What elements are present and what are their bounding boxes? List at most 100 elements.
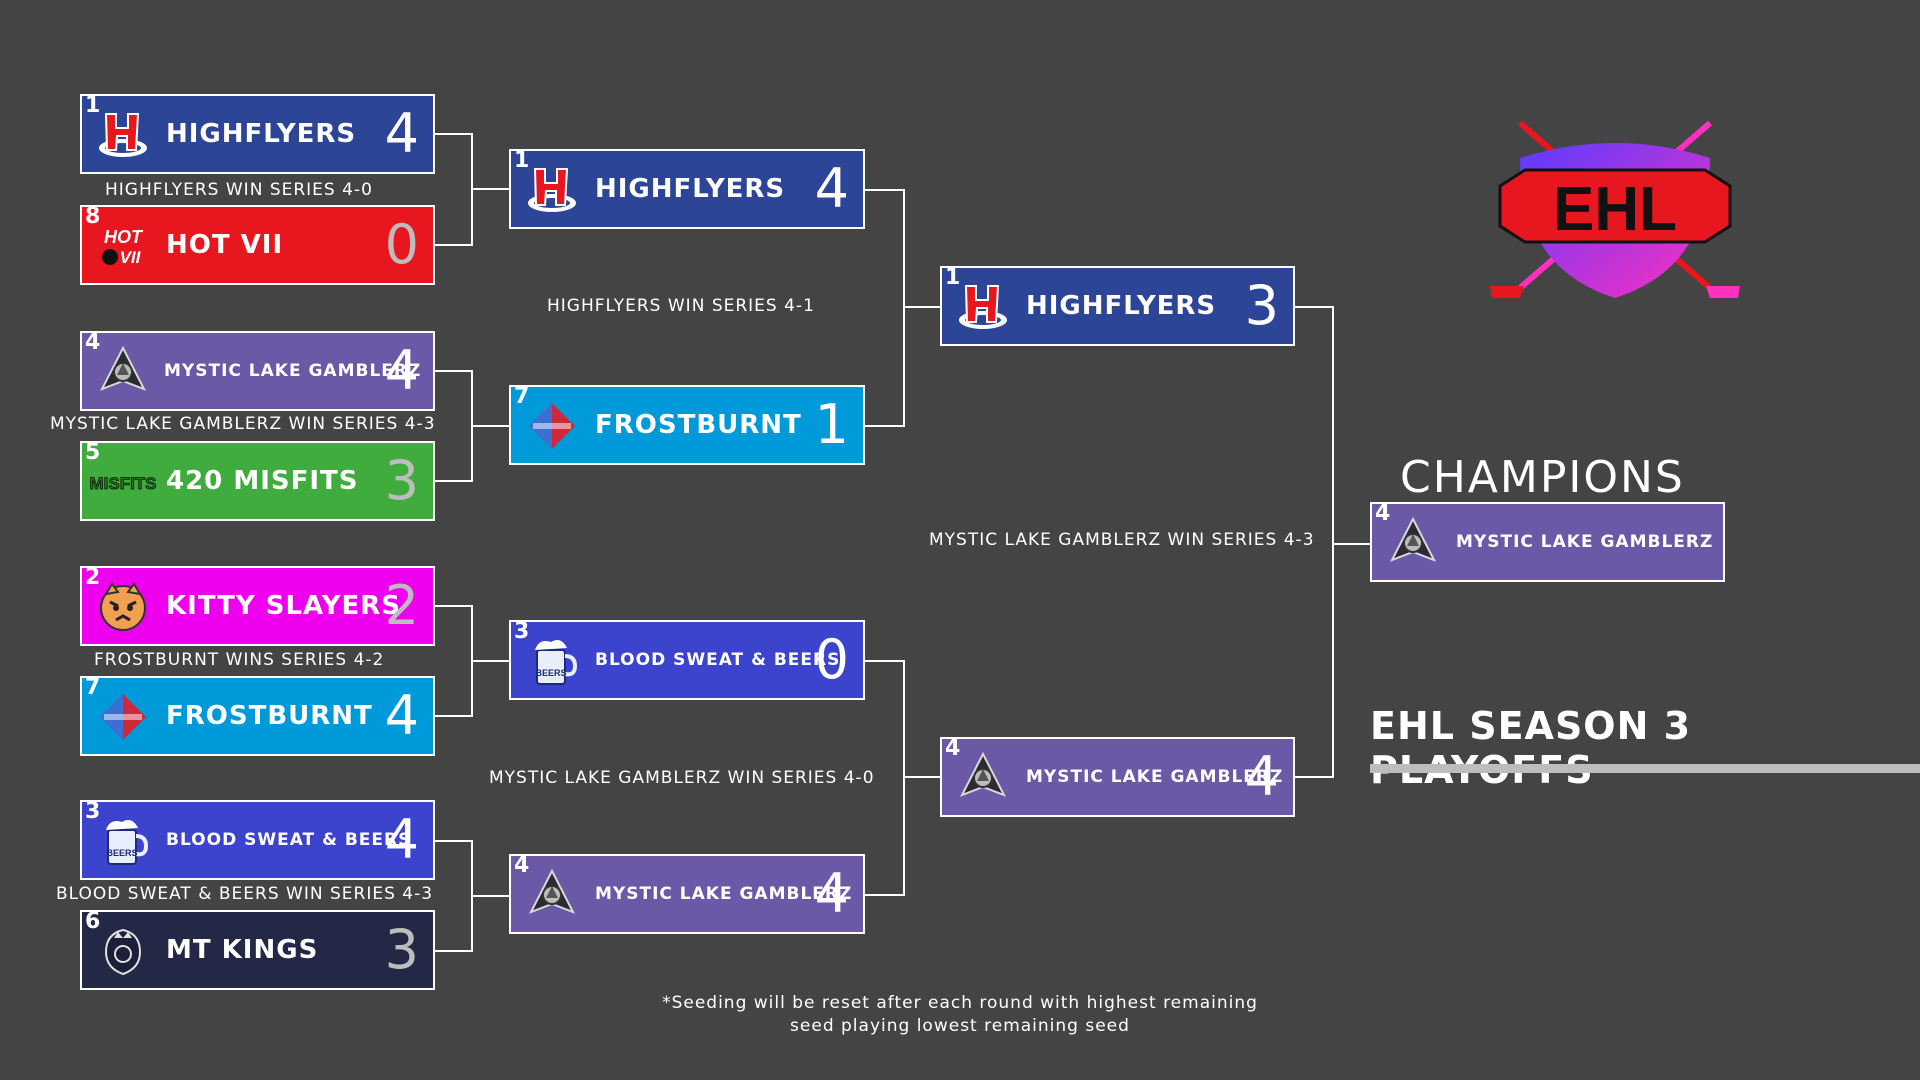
r2-team-highflyers[interactable]: 1 HIGHFLYERS 4: [509, 149, 865, 229]
r1-series-result-1: HIGHFLYERS WIN SERIES 4-0: [105, 180, 373, 200]
r3-series-result: MYSTIC LAKE GAMBLERZ WIN SERIES 4-3: [929, 530, 1315, 550]
r1-team-hot-vii[interactable]: 8 HOT VII HOT VII 0: [80, 205, 435, 285]
connector-line: [903, 189, 905, 427]
connector-line: [435, 480, 473, 482]
season-underline: [1370, 764, 1920, 773]
gamblerz-logo-icon: [1386, 516, 1440, 570]
r2-team-blood-sweat-beers[interactable]: 3 BEERS BLOOD SWEAT & BEERS 0: [509, 620, 865, 700]
champions-title: CHAMPIONS: [1400, 452, 1685, 503]
connector-line: [435, 950, 473, 952]
hot-vii-logo-icon: HOT VII: [96, 225, 150, 267]
season-title: EHL SEASON 3 PLAYOFFS: [1370, 704, 1692, 792]
team-seed: 7: [514, 384, 530, 409]
team-name: BLOOD SWEAT & BEERS: [166, 830, 412, 850]
beers-logo-text: BEERS: [535, 668, 566, 678]
connector-line: [471, 895, 509, 897]
team-seed: 3: [85, 799, 101, 824]
team-name: MYSTIC LAKE GAMBLERZ: [595, 884, 853, 904]
r1-team-kitty-slayers[interactable]: 2 KITTY SLAYERS 2: [80, 566, 435, 646]
team-seed: 4: [945, 736, 961, 761]
highflyers-logo-icon: [96, 108, 150, 162]
connector-line: [865, 894, 905, 896]
team-score: 4: [384, 339, 419, 402]
r1-series-result-3: FROSTBURNT WINS SERIES 4-2: [94, 650, 385, 670]
team-name: FROSTBURNT: [595, 410, 802, 440]
mt-kings-logo-icon: [96, 924, 150, 978]
connector-line: [471, 425, 509, 427]
team-name: 420 MISFITS: [166, 466, 359, 496]
team-seed: 1: [514, 148, 530, 173]
r1-series-result-2: MYSTIC LAKE GAMBLERZ WIN SERIES 4-3: [50, 414, 436, 434]
connector-line: [435, 605, 473, 607]
team-name: HOT VII: [166, 230, 284, 260]
team-score: 3: [384, 449, 419, 512]
team-score: 2: [384, 574, 419, 637]
r1-team-misfits[interactable]: 5 MISFITS 420 MISFITS 3: [80, 441, 435, 521]
team-name: HIGHFLYERS: [595, 174, 786, 204]
connector-line: [435, 715, 473, 717]
connector-line: [1332, 306, 1334, 778]
team-seed: 6: [85, 909, 101, 934]
misfits-logo-text: MISFITS: [89, 474, 156, 493]
beers-logo-icon: BEERS: [96, 814, 150, 868]
team-score: 4: [384, 808, 419, 871]
gamblerz-logo-icon: [96, 345, 150, 399]
connector-line: [435, 244, 473, 246]
team-name: FROSTBURNT: [166, 701, 373, 731]
connector-line: [903, 660, 905, 896]
r1-team-blood-sweat-beers[interactable]: 3 BEERS BLOOD SWEAT & BEERS 4: [80, 800, 435, 880]
kitty-slayers-logo-icon: [96, 580, 150, 634]
connector-line: [1295, 776, 1334, 778]
connector-line: [1295, 306, 1334, 308]
r1-team-highflyers[interactable]: 1 HIGHFLYERS 4: [80, 94, 435, 174]
champion-team[interactable]: 4 MYSTIC LAKE GAMBLERZ: [1370, 502, 1725, 582]
connector-line: [471, 188, 509, 190]
team-seed: 4: [514, 853, 530, 878]
connector-line: [471, 660, 509, 662]
team-score: 4: [384, 102, 419, 165]
seeding-footnote: *Seeding will be reset after each round …: [620, 992, 1300, 1038]
team-score: 1: [814, 393, 849, 456]
frostburnt-logo-icon: [96, 690, 150, 744]
team-name: BLOOD SWEAT & BEERS: [595, 650, 841, 670]
highflyers-logo-icon: [525, 163, 579, 217]
team-score: 0: [814, 628, 849, 691]
team-seed: 3: [514, 619, 530, 644]
team-seed: 7: [85, 675, 101, 700]
r3-team-gamblerz[interactable]: 4 MYSTIC LAKE GAMBLERZ 4: [940, 737, 1295, 817]
team-seed: 5: [85, 440, 101, 465]
team-score: 3: [384, 918, 419, 981]
highflyers-logo-icon: [956, 280, 1010, 334]
r2-team-frostburnt[interactable]: 7 FROSTBURNT 1: [509, 385, 865, 465]
beers-logo-icon: BEERS: [525, 634, 579, 688]
vii-logo-text: VII: [120, 248, 142, 267]
footnote-line-1: *Seeding will be reset after each round …: [662, 993, 1258, 1013]
footnote-line-2: seed playing lowest remaining seed: [790, 1016, 1130, 1036]
team-seed: 1: [945, 265, 961, 290]
team-name: MYSTIC LAKE GAMBLERZ: [1456, 532, 1714, 552]
r1-team-frostburnt[interactable]: 7 FROSTBURNT 4: [80, 676, 435, 756]
team-name: KITTY SLAYERS: [166, 591, 402, 621]
connector-line: [865, 425, 905, 427]
misfits-logo-icon: MISFITS: [89, 474, 157, 494]
team-score: 4: [814, 862, 849, 925]
team-seed: 4: [85, 330, 101, 355]
team-score: 4: [814, 157, 849, 220]
team-seed: 4: [1375, 501, 1391, 526]
team-seed: 8: [85, 204, 101, 229]
team-score: 3: [1244, 274, 1279, 337]
frostburnt-logo-icon: [525, 399, 579, 453]
hot-logo-text: HOT: [104, 227, 144, 247]
r1-team-mt-kings[interactable]: 6 MT KINGS 3: [80, 910, 435, 990]
connector-line: [435, 840, 473, 842]
r3-team-highflyers[interactable]: 1 HIGHFLYERS 3: [940, 266, 1295, 346]
team-score: 4: [1244, 745, 1279, 808]
r2-series-result-1: HIGHFLYERS WIN SERIES 4-1: [547, 296, 815, 316]
ehl-league-logo: EHL: [1490, 120, 1740, 298]
r2-team-gamblerz[interactable]: 4 MYSTIC LAKE GAMBLERZ 4: [509, 854, 865, 934]
connector-line: [903, 306, 940, 308]
beers-logo-text: BEERS: [106, 848, 137, 858]
team-name: HIGHFLYERS: [166, 119, 357, 149]
r2-series-result-2: MYSTIC LAKE GAMBLERZ WIN SERIES 4-0: [489, 768, 875, 788]
r1-team-gamblerz[interactable]: 4 MYSTIC LAKE GAMBLERZ 4: [80, 331, 435, 411]
